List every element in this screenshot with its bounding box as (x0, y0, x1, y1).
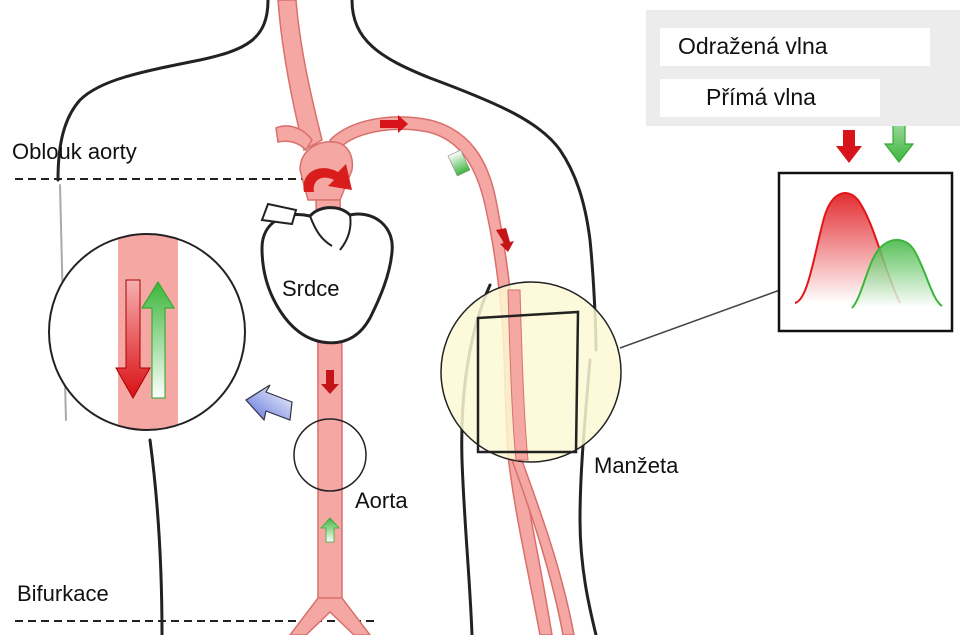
legend-reflected-wave-label: Odražená vlna (678, 33, 828, 59)
legend-reflected-wave-box: Odražená vlna (660, 28, 930, 66)
wave-graph (779, 173, 952, 331)
legend-red-down-arrow (836, 130, 862, 163)
bifurcation-label: Bifurkace (17, 583, 109, 605)
zoom-blue-arrow (246, 385, 292, 420)
pulmonary-vessel (262, 204, 296, 224)
torso-left-lower (150, 440, 162, 635)
aorta-label: Aorta (355, 490, 408, 512)
aortic-bifurcation (290, 598, 370, 635)
magnifier-group (49, 230, 245, 440)
aortic-arch-label: Oblouk aorty (12, 141, 137, 163)
cuff-to-wave-connector (620, 290, 780, 348)
cuff-label: Manžeta (594, 455, 678, 477)
heart-illustration (262, 204, 392, 343)
heart-label: Srdce (282, 278, 339, 300)
legend-direct-wave-label: Přímá vlna (706, 84, 816, 110)
cuff-circle (441, 282, 621, 462)
legend-direct-wave-box: Přímá vlna (660, 79, 880, 117)
cuff-group (441, 282, 780, 462)
